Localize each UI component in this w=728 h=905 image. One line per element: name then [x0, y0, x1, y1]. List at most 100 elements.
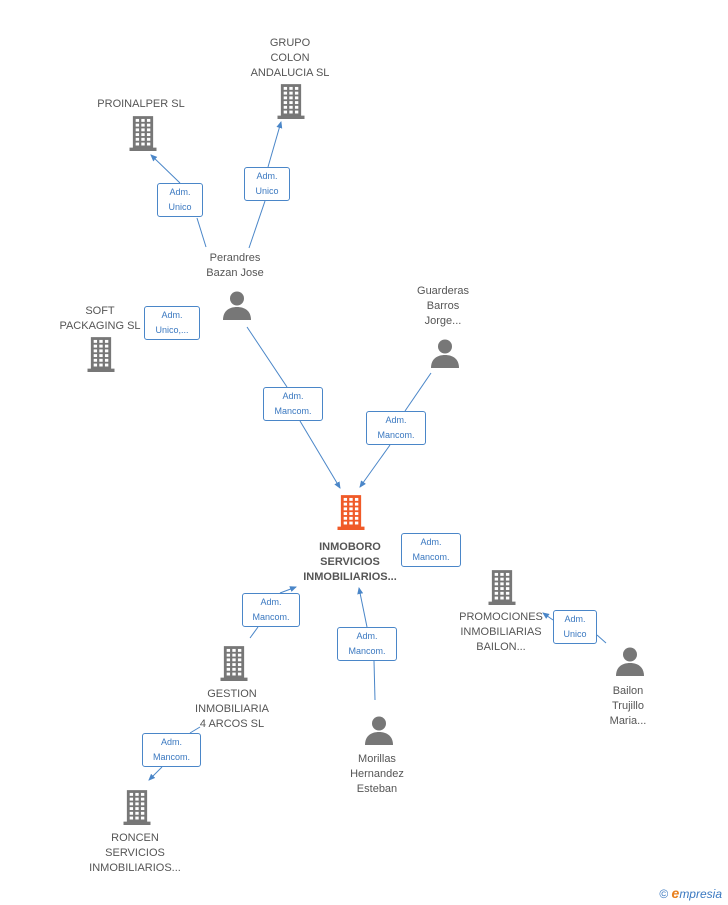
node-label-line: PROMOCIONES [459, 611, 543, 623]
node-label-line: COLON [270, 52, 310, 64]
building-icon[interactable] [121, 789, 153, 830]
building-icon[interactable] [218, 645, 250, 686]
edge-line-e10 [189, 726, 201, 734]
node-label-line: INMOBILIARIOS... [89, 862, 181, 874]
edge-label-line: Mancom. [274, 406, 312, 416]
edge-label-e4[interactable]: Adm. Mancom. [263, 387, 323, 421]
edge-label-line: Adm. [356, 631, 378, 641]
person-icon[interactable] [222, 290, 252, 325]
edge-arrow-e5 [359, 444, 391, 488]
node-label-line: Hernandez [350, 768, 404, 780]
person-icon[interactable] [430, 338, 460, 373]
node-label-line: SOFT [85, 305, 115, 317]
node-label-soft[interactable]: SOFT PACKAGING SL [59, 304, 140, 334]
edge-label-line: Mancom. [152, 752, 190, 762]
building-icon[interactable] [335, 494, 367, 535]
edge-line-e9 [373, 660, 376, 701]
edge-label-line: Mancom. [348, 646, 386, 656]
node-label-line: Perandres [209, 252, 261, 264]
copyright-symbol: © [659, 887, 669, 901]
edge-label-line: Mancom. [252, 612, 290, 622]
edge-label-e1[interactable]: Adm. Unico [157, 183, 203, 217]
edge-line-e1 [196, 217, 207, 248]
edge-arrow-e9 [357, 587, 368, 628]
node-label-line: Esteban [356, 783, 398, 795]
edge-arrow-e4 [299, 420, 341, 489]
node-label-roncen[interactable]: RONCEN SERVICIOS INMOBILIARIOS... [89, 831, 181, 876]
brand-logo-e: e [671, 885, 680, 901]
edge-label-line: Adm. [169, 187, 191, 197]
edge-label-e8[interactable]: Adm. Mancom. [242, 593, 300, 627]
node-label-line: Bailon [612, 685, 644, 697]
building-icon[interactable] [85, 336, 117, 377]
edge-label-line: Unico [255, 186, 279, 196]
node-label-line: Barros [426, 300, 460, 312]
node-label-line: PROINALPER SL [97, 98, 185, 110]
node-label-line: Guarderas [417, 285, 469, 297]
node-label-line: PACKAGING SL [59, 320, 141, 332]
edge-label-line: Adm. [385, 415, 407, 425]
node-label-line: SERVICIOS [105, 847, 165, 859]
building-icon[interactable] [275, 83, 307, 124]
edge-arrow-e10 [148, 766, 163, 781]
node-label-line: INMOBORO [319, 541, 381, 553]
node-label-line: Trujillo [612, 700, 644, 712]
edge-label-line: Adm. [282, 391, 304, 401]
edge-arrow-e7 [542, 612, 554, 621]
node-label-promociones[interactable]: PROMOCIONES INMOBILIARIAS BAILON... [459, 610, 543, 655]
node-label-line: INMOBILIARIAS [460, 626, 542, 638]
edge-label-line: Adm. [564, 614, 586, 624]
edge-label-line: Adm. [161, 310, 183, 320]
edge-label-line: Unico [168, 202, 192, 212]
edge-arrow-e1 [150, 154, 181, 184]
footer-brand: © empresia [659, 885, 722, 901]
edge-label-line: Unico,... [155, 325, 189, 335]
node-label-main[interactable]: INMOBORO SERVICIOS INMOBILIARIOS... [303, 540, 397, 585]
node-label-line: SERVICIOS [320, 556, 380, 568]
node-label-line: Jorge... [424, 315, 462, 327]
node-label-line: Bazan Jose [206, 267, 264, 279]
node-label-line: Morillas [358, 753, 396, 765]
node-label-gestion[interactable]: GESTION INMOBILIARIA 4 ARCOS SL [195, 687, 269, 732]
edge-label-line: Mancom. [412, 552, 450, 562]
edge-label-line: Adm. [256, 171, 278, 181]
edge-label-line: Adm. [260, 597, 282, 607]
edge-label-e6[interactable]: Adm. Mancom. [401, 533, 461, 567]
edge-line-e2 [248, 200, 266, 249]
edge-arrow-e8 [279, 586, 297, 594]
edge-arrow-e2 [267, 121, 283, 168]
node-label-line: 4 ARCOS SL [199, 718, 265, 730]
edge-label-e9[interactable]: Adm. Mancom. [337, 627, 397, 661]
edge-label-e7[interactable]: Adm. Unico [553, 610, 597, 644]
node-label-proinalper[interactable]: PROINALPER SL [97, 97, 184, 112]
building-icon[interactable] [127, 115, 159, 156]
node-label-line: INMOBILIARIOS... [303, 571, 397, 583]
edge-label-line: Mancom. [377, 430, 415, 440]
edge-label-e2[interactable]: Adm. Unico [244, 167, 290, 201]
edge-label-line: Adm. [160, 737, 182, 747]
edge-label-line: Unico [563, 629, 587, 639]
building-icon[interactable] [486, 569, 518, 610]
edge-line-e5 [404, 372, 432, 412]
edge-label-e5[interactable]: Adm. Mancom. [366, 411, 426, 445]
brand-name: mpresia [679, 887, 722, 901]
edge-line-e7 [596, 634, 607, 644]
edge-line-e4 [246, 326, 288, 388]
edge-label-e3[interactable]: Adm. Unico,... [144, 306, 200, 340]
person-icon[interactable] [615, 646, 645, 681]
node-label-line: BAILON... [476, 641, 526, 653]
node-label-line: ANDALUCIA SL [250, 67, 330, 79]
node-label-line: INMOBILIARIA [195, 703, 269, 715]
edge-label-line: Adm. [420, 537, 442, 547]
node-label-line: GESTION [207, 688, 257, 700]
person-icon[interactable] [364, 715, 394, 750]
node-label-line: RONCEN [111, 832, 159, 844]
edge-line-e8 [249, 626, 259, 639]
edge-label-e10[interactable]: Adm. Mancom. [142, 733, 201, 767]
